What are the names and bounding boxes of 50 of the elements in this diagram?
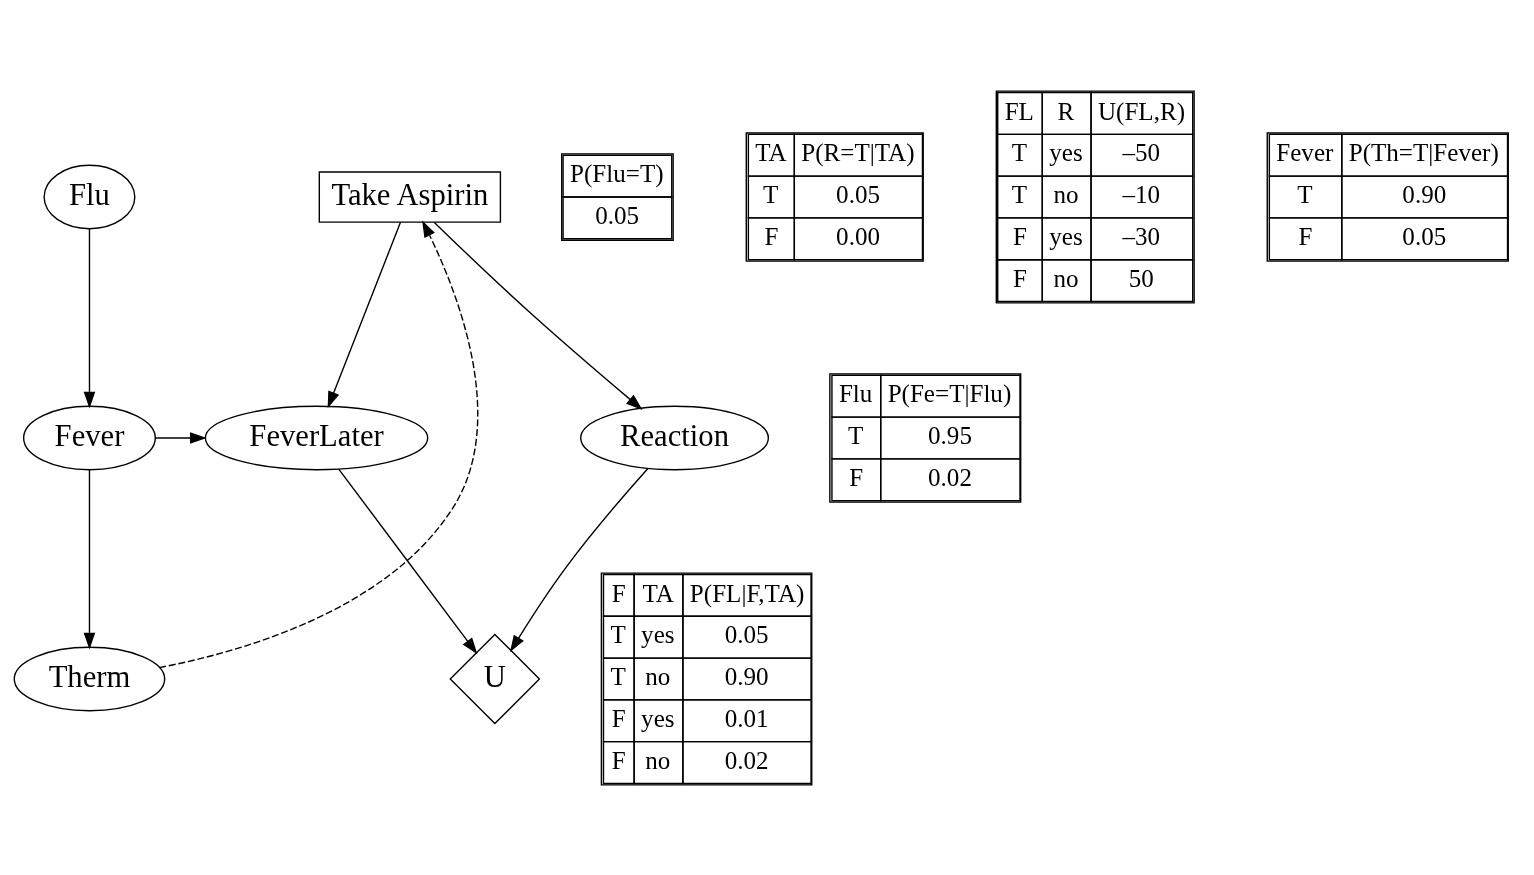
label: T — [762, 180, 779, 208]
label: P(FL|F,TA) — [689, 579, 805, 607]
label: T — [847, 421, 864, 449]
label: 0.00 — [836, 222, 880, 250]
label: no — [1053, 264, 1079, 292]
label: F — [611, 579, 626, 607]
label: P(Th=T|Fever) — [1348, 138, 1499, 166]
label: yes — [641, 704, 675, 732]
label: U(FL,R) — [1098, 97, 1186, 125]
label: 50 — [1128, 264, 1154, 292]
label: –50 — [1122, 138, 1160, 166]
label: no — [645, 662, 671, 690]
label: F — [1013, 222, 1027, 250]
label: FL — [1004, 97, 1034, 125]
label: P(Fe=T|Flu) — [887, 379, 1012, 407]
label: 0.95 — [928, 421, 972, 449]
label: P(R=T|TA) — [801, 138, 915, 166]
label: TA — [755, 138, 787, 166]
label: F — [849, 463, 864, 491]
label: –10 — [1122, 180, 1160, 208]
label: yes — [641, 620, 675, 648]
label: 0.02 — [928, 463, 972, 491]
label: F — [1013, 264, 1027, 292]
label: no — [645, 746, 671, 774]
label: yes — [1049, 138, 1083, 166]
label: T — [1011, 180, 1027, 208]
label: R — [1057, 97, 1075, 125]
label: –30 — [1122, 222, 1160, 250]
label: F — [764, 222, 779, 250]
label: 0.05 — [595, 201, 639, 229]
label: 0.02 — [724, 746, 769, 774]
label: 0.90 — [724, 662, 769, 690]
label: F — [611, 746, 626, 774]
label: F — [1298, 222, 1313, 250]
label: yes — [1049, 222, 1083, 250]
label: T — [610, 620, 626, 648]
label: 0.90 — [1402, 180, 1447, 208]
label: T — [1297, 180, 1313, 208]
label: F — [611, 704, 626, 732]
label: Fever — [1276, 138, 1334, 166]
label: P(Flu=T) — [570, 159, 664, 187]
label: T — [610, 662, 626, 690]
label: 0.05 — [724, 620, 769, 648]
label: T — [1011, 138, 1027, 166]
label: no — [1053, 180, 1079, 208]
label: Flu — [838, 379, 873, 407]
label: 0.05 — [836, 180, 880, 208]
label: 0.05 — [1402, 222, 1447, 250]
label: 0.01 — [724, 704, 769, 732]
label: TA — [642, 579, 674, 607]
